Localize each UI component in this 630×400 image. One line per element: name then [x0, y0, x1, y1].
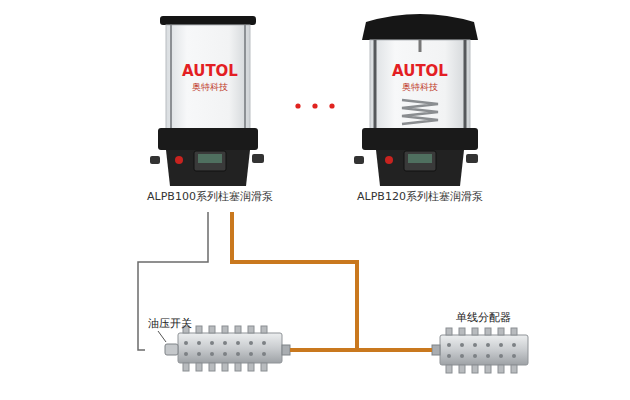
- brand-name: 奥特科技: [135, 80, 285, 94]
- distributor-block: [432, 328, 528, 373]
- pump-unit: AUTOL奥特科技 ALPB100系列柱塞润滑泵: [135, 12, 285, 212]
- distributor-unit: 单线分配器: [432, 306, 534, 374]
- ellipsis-dots: [295, 103, 334, 108]
- brand-name: 奥特科技: [345, 80, 495, 94]
- distributor-block: [158, 326, 290, 371]
- model-caption: ALPB100系列柱塞润滑泵: [135, 190, 285, 204]
- distributor-unit: 油压开关: [145, 312, 290, 374]
- pump-illustration: [354, 14, 478, 186]
- oil-pipe: [232, 212, 432, 350]
- oil-pipe: [232, 212, 357, 350]
- brand-logo: AUTOL: [345, 62, 495, 80]
- leader-line: [158, 331, 166, 342]
- part-label: 单线分配器: [432, 310, 534, 324]
- part-label: 油压开关: [145, 316, 290, 330]
- pump-illustration: [150, 16, 264, 186]
- brand-logo: AUTOL: [135, 62, 285, 80]
- pump-unit: AUTOL奥特科技 ALPB120系列柱塞润滑泵: [345, 12, 495, 212]
- model-caption: ALPB120系列柱塞润滑泵: [345, 190, 495, 204]
- signal-wire: [138, 212, 208, 350]
